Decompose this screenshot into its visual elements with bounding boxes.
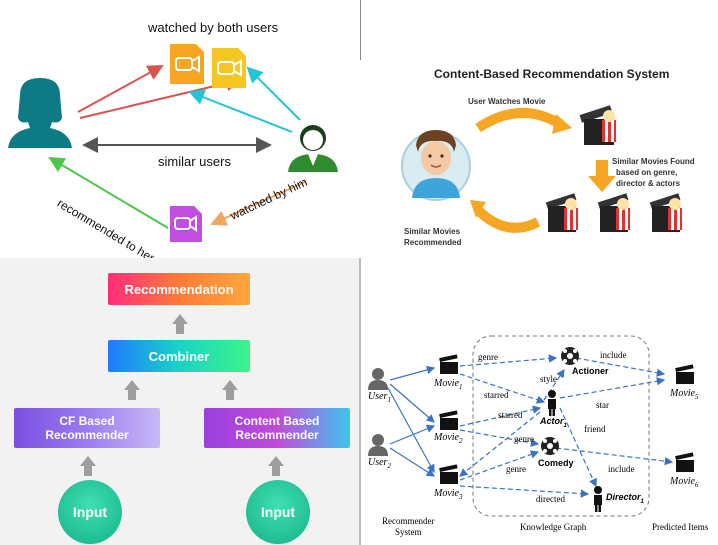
user1-label: User1 <box>368 391 391 404</box>
similar-users-label: similar users <box>158 154 231 169</box>
actioner-reel-icon <box>561 347 579 365</box>
bottom-divider <box>359 258 361 545</box>
movie-popcorn-icon <box>579 105 616 145</box>
movie6-label: Movie6 <box>670 476 699 489</box>
movie-file-icon <box>170 44 204 84</box>
movie5-label: Movie5 <box>670 388 699 401</box>
similar-movies-found-label: Similar Movies Found based on genre, dir… <box>612 157 695 188</box>
input-left-circle: Input <box>58 480 122 544</box>
content-based-panel: Content-Based Recommendation System User… <box>360 0 718 258</box>
actor-person-icon <box>548 390 556 416</box>
user2-label: User2 <box>368 457 391 470</box>
predicted-items-label: Predicted Items <box>652 522 709 532</box>
input-right-circle: Input <box>246 480 310 544</box>
movie3-clapper-icon <box>439 464 458 484</box>
star-label: star <box>596 400 609 410</box>
content-based-graphics <box>401 105 682 233</box>
watched-by-both-label: watched by both users <box>148 20 279 35</box>
user2-icon <box>368 434 388 456</box>
combiner-box: Combiner <box>108 340 250 372</box>
movie6-clapper-icon <box>675 452 694 472</box>
actor-label: Actor1 <box>540 416 567 429</box>
movie5-clapper-icon <box>675 364 694 384</box>
comedy-reel-icon <box>541 437 559 455</box>
director-label: Director1 <box>606 492 644 505</box>
hybrid-arrows <box>80 314 284 476</box>
similar-movies-recommended-label: Similar Movies Recommended <box>404 227 462 247</box>
knowledge-graph-label: Knowledge Graph <box>520 522 587 532</box>
user-watches-movie-label: User Watches Movie <box>468 97 546 106</box>
movie-popcorn-icon <box>597 193 630 232</box>
recommendation-box: Recommendation <box>108 273 250 305</box>
movie-file-icon <box>170 206 202 242</box>
content-based-title: Content-Based Recommendation System <box>434 67 670 81</box>
movie-popcorn-icon <box>545 193 578 232</box>
movie-file-icon <box>212 48 246 88</box>
starred-label-1: starred <box>484 390 509 400</box>
cf-arrows <box>8 44 338 242</box>
female-user-icon <box>8 78 72 148</box>
movie1-label: Movie1 <box>434 378 463 391</box>
movie2-label: Movie2 <box>434 432 463 445</box>
male-user-icon <box>288 125 338 172</box>
user1-icon <box>368 368 388 390</box>
movie1-clapper-icon <box>439 354 458 374</box>
directed-label: directed <box>536 494 565 504</box>
genre-label-3: genre <box>506 464 526 474</box>
director-person-icon <box>594 486 602 512</box>
movie3-label: Movie3 <box>434 488 463 501</box>
starred-label-2: starred <box>498 410 523 420</box>
comedy-label: Comedy <box>538 458 574 468</box>
knowledge-graph-panel: User1 User2 Movie1 Movie2 Movie3 Movie5 … <box>360 258 718 545</box>
top-divider <box>360 0 361 60</box>
include-label-2: include <box>608 464 635 474</box>
user-avatar-icon <box>401 130 471 201</box>
genre-label-2: genre <box>514 434 534 444</box>
movie-popcorn-icon <box>649 193 682 232</box>
style-label: style <box>540 374 557 384</box>
friend-label: friend <box>584 424 606 434</box>
actioner-label: Actioner <box>572 366 609 376</box>
movie2-clapper-icon <box>439 410 458 430</box>
collaborative-filtering-panel: watched by both users similar users reco… <box>0 0 360 258</box>
knowledge-graph-edges <box>368 335 694 517</box>
include-label-1: include <box>600 350 627 360</box>
genre-label-1: genre <box>478 352 498 362</box>
